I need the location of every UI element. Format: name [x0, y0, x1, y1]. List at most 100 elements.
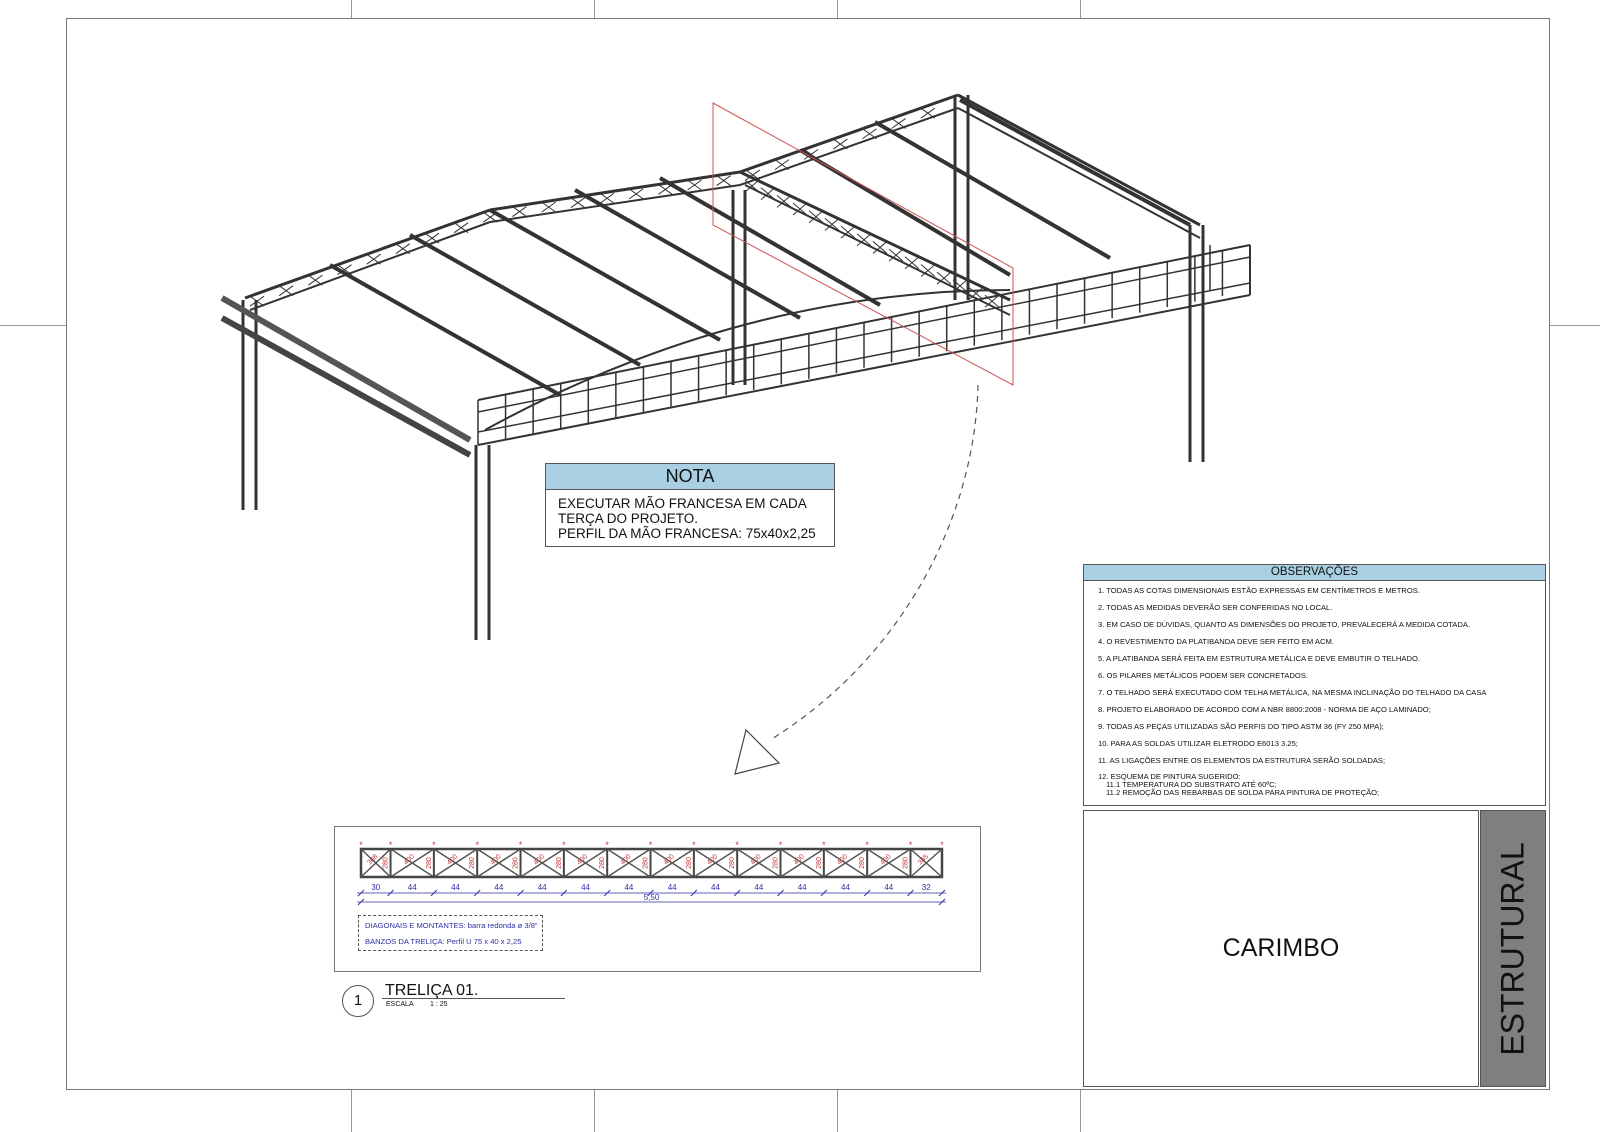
observacao-subitem: 11.1 TEMPERATURA DO SUBSTRATO ATÉ 60ºC; — [1106, 780, 1277, 789]
panel-width-label: 44 — [581, 883, 590, 892]
truss-web — [984, 294, 1000, 308]
nota-line: EXECUTAR MÃO FRANCESA EM CADA — [558, 496, 807, 511]
panel-width-label: 32 — [922, 883, 931, 892]
truss-web — [366, 253, 381, 265]
observacao-item: 5. A PLATIBANDA SERÁ FEITA EM ESTRUTURA … — [1098, 654, 1420, 663]
truss-diagonal — [693, 848, 738, 878]
front-truss-arch — [484, 289, 1011, 431]
grid-tick — [1080, 0, 1081, 18]
truss-web — [308, 274, 323, 286]
truss-web — [774, 159, 790, 171]
node-marker: * — [359, 840, 363, 850]
truss-web — [862, 128, 877, 140]
observacoes-box: OBSERVAÇÕES 1. TODAS AS COTAS DIMENSIONA… — [1083, 564, 1546, 806]
observacao-item: 1. TODAS AS COTAS DIMENSIONAIS ESTÃO EXP… — [1098, 586, 1420, 595]
truss-diagonal — [433, 848, 478, 878]
vertical-length-label: 280 — [643, 857, 650, 869]
panel-width-label: 44 — [754, 883, 763, 892]
truss-web — [920, 264, 936, 277]
truss-web — [512, 206, 527, 217]
node-marker: * — [649, 840, 653, 850]
grid-tick — [594, 0, 595, 18]
truss-web — [856, 233, 872, 247]
panel-width-label: 44 — [711, 883, 720, 892]
truss-web — [792, 202, 808, 216]
dimension-tick — [938, 898, 946, 906]
truss-web — [599, 192, 615, 204]
legend-line: BANZOS DA TRELIÇA: Perfil U 75 x 40 x 2,… — [365, 937, 522, 946]
truss-web — [716, 175, 731, 186]
truss-diagonal — [390, 848, 435, 878]
truss-diagonal — [866, 848, 911, 878]
truss-diagonal — [563, 848, 608, 878]
truss-web — [776, 194, 792, 208]
panel-width-label: 30 — [371, 883, 380, 892]
truss-chord — [957, 107, 1201, 239]
observacao-item: 2. TODAS AS MEDIDAS DEVERÃO SER CONFERID… — [1098, 603, 1333, 612]
purlin — [873, 120, 1112, 260]
observacao-item: 7. O TELHADO SERÁ EXECUTADO COM TELHA ME… — [1098, 688, 1487, 697]
grid-tick — [594, 1090, 595, 1132]
truss-web — [687, 179, 702, 191]
truss-web — [745, 169, 761, 181]
vertical-length-label: 280 — [426, 857, 433, 869]
truss-web — [888, 248, 904, 262]
legend-line: DIAGONAIS E MONTANTES: barra redonda ø 3… — [365, 921, 538, 930]
truss-diagonal — [909, 848, 943, 878]
node-marker: * — [562, 840, 566, 850]
truss-diagonal — [606, 848, 651, 878]
vertical-length-label: 280 — [556, 857, 563, 869]
observacao-item: 8. PROJETO ELABORADO DE ACORDO COM A NBR… — [1098, 705, 1431, 714]
view-number: 1 — [342, 985, 374, 1017]
truss-detail-frame — [334, 826, 981, 972]
panel-width-label: 44 — [884, 883, 893, 892]
panel-width-label: 44 — [494, 883, 503, 892]
grid-tick — [351, 1090, 352, 1132]
truss-web — [833, 138, 848, 150]
panel-width-label: 44 — [798, 883, 807, 892]
observacao-item: 4. O REVESTIMENTO DA PLATIBANDA DEVE SER… — [1098, 637, 1334, 646]
title-block: CARIMBO — [1083, 810, 1479, 1087]
section-marker-icon — [734, 728, 781, 775]
view-title: TRELIÇA 01. — [385, 982, 479, 999]
sheet-border — [66, 18, 1550, 1090]
truss-web — [891, 118, 906, 129]
eave-beam — [220, 295, 472, 443]
grid-tick — [0, 325, 66, 326]
nota-line: TERÇA DO PROJETO. — [558, 511, 699, 526]
truss-chord — [739, 93, 959, 174]
node-marker: * — [519, 840, 523, 850]
purlin — [329, 263, 561, 397]
vertical-length-label: 280 — [599, 857, 606, 869]
truss-diagonal — [520, 848, 565, 878]
truss-web — [424, 232, 440, 244]
vertical-length-label: 280 — [773, 857, 780, 869]
scale-value: 1 : 25 — [430, 1001, 448, 1008]
vertical-length-label: 280 — [902, 857, 909, 869]
truss-web — [936, 271, 952, 285]
truss-chord — [739, 170, 1011, 302]
truss-web — [872, 241, 888, 254]
node-marker: * — [735, 840, 739, 850]
truss-diagonal — [650, 848, 695, 878]
vertical-length-label: 280 — [859, 857, 866, 869]
observacao-item: 3. EM CASO DE DÚVIDAS, QUANTO AS DIMENSÕ… — [1098, 620, 1471, 629]
truss-diagonal — [780, 848, 825, 878]
node-marker: * — [822, 840, 826, 850]
truss-web — [453, 222, 469, 234]
vertical-length-label: 280 — [686, 857, 693, 869]
vertical-length-label: 280 — [469, 857, 476, 869]
truss-web — [337, 264, 352, 276]
panel-width-label: 44 — [841, 883, 850, 892]
dimension-tick — [357, 898, 365, 906]
purlin — [489, 208, 721, 342]
truss-chord — [957, 93, 1201, 227]
nota-box: NOTA EXECUTAR MÃO FRANCESA EM CADA TERÇA… — [545, 463, 835, 547]
truss-web — [278, 285, 294, 297]
observacoes-title: OBSERVAÇÕES — [1084, 565, 1545, 581]
view-title-underline — [382, 998, 565, 999]
section-plane — [712, 102, 1014, 386]
purlin — [959, 98, 1191, 227]
